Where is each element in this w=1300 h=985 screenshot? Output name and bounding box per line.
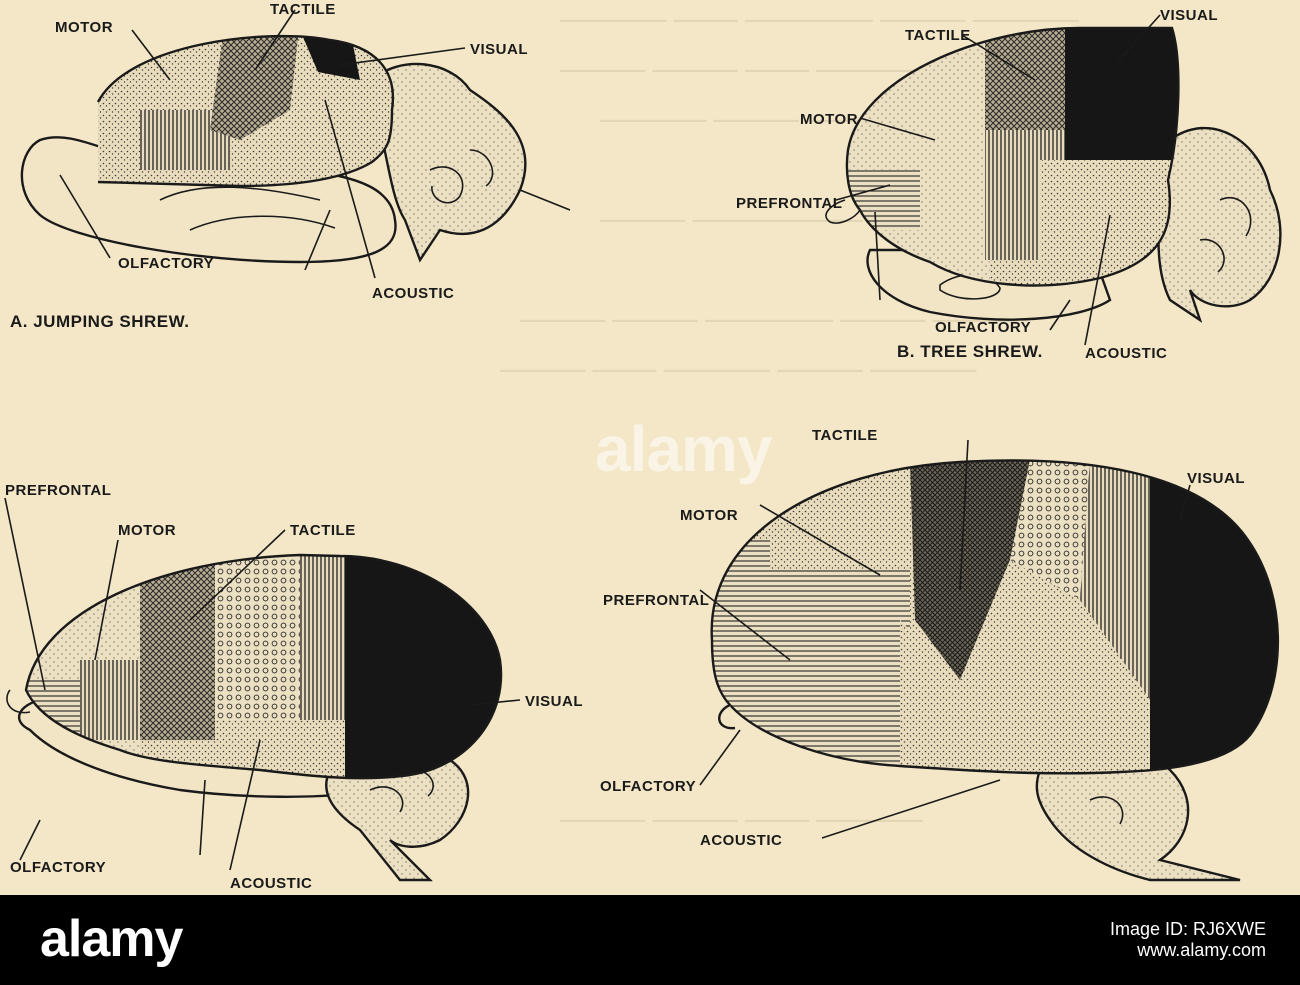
svg-text:──── ──── ─── ─────: ──── ──── ─── ───── (559, 804, 923, 837)
panel-b-cerebellum (1157, 126, 1282, 323)
panel-c-visual-area (345, 555, 502, 779)
panel-a-label-visual: VISUAL (470, 41, 528, 58)
panel-d-label-acoustic: ACOUSTIC (700, 832, 782, 849)
panel-c-label-motor: MOTOR (118, 522, 176, 539)
panel-d-label-motor: MOTOR (680, 507, 738, 524)
panel-c-tactile-area (140, 555, 220, 740)
panel-c-label-tactile: TACTILE (290, 522, 356, 539)
panel-c-label-prefrontal: PREFRONTAL (5, 482, 111, 499)
panel-a-label-acoustic: ACOUSTIC (372, 285, 454, 302)
panel-d-label-tactile: TACTILE (812, 427, 878, 444)
panel-b-acoustic-area (1040, 160, 1179, 286)
panel-b-label-olfactory: OLFACTORY (935, 319, 1031, 336)
panel-d-label-olfactory: OLFACTORY (600, 778, 696, 795)
panel-a-label-motor: MOTOR (55, 19, 113, 36)
panel-b-label-acoustic: ACOUSTIC (1085, 345, 1167, 362)
panel-c-label-olfactory: OLFACTORY (10, 859, 106, 876)
svg-text:───── ─── ────── ──── ─────: ───── ─── ────── ──── ───── (559, 4, 1080, 37)
panel-b-tree-shrew: TACTILE VISUAL MOTOR PREFRONTAL OLFACTOR… (736, 7, 1282, 362)
panel-d-motor-area (770, 460, 920, 570)
panel-c-brain: PREFRONTAL MOTOR TACTILE VISUAL OLFACTOR… (4, 482, 583, 892)
panel-a-jumping-shrew: MOTOR TACTILE VISUAL OLFACTORY ACOUSTIC … (10, 1, 571, 331)
panel-d-brain: TACTILE VISUAL MOTOR PREFRONTAL OLFACTOR… (600, 427, 1280, 882)
image-id: Image ID: RJ6XWE (1109, 919, 1266, 939)
svg-text:──── ─── ───── ──── ─────: ──── ─── ───── ──── ───── (499, 354, 977, 387)
panel-b-visual-area (1065, 28, 1179, 160)
alamy-logo: alamy (40, 910, 183, 968)
panel-a-tactile-area (210, 36, 300, 140)
panel-b-label-visual: VISUAL (1160, 7, 1218, 24)
panel-d-tactile-area (910, 460, 1030, 680)
panel-d-prefrontal-area (711, 540, 910, 774)
watermark-info: Image ID: RJ6XWE www.alamy.com (1110, 919, 1266, 961)
panel-a-label-tactile: TACTILE (270, 1, 336, 18)
panel-b-caption: B. TREE SHREW. (897, 342, 1043, 361)
panel-d-label-prefrontal: PREFRONTAL (603, 592, 709, 609)
panel-d-label-visual: VISUAL (1187, 470, 1245, 487)
panel-d-circles-area (1010, 460, 1090, 600)
panel-c-label-visual: VISUAL (525, 693, 583, 710)
watermark-bar: alamy Image ID: RJ6XWE www.alamy.com (0, 895, 1300, 985)
panel-c-label-acoustic: ACOUSTIC (230, 875, 312, 892)
watermark-url: www.alamy.com (1137, 940, 1266, 960)
panel-d-visual-area (1150, 460, 1278, 770)
panel-b-label-motor: MOTOR (800, 111, 858, 128)
panel-b-label-prefrontal: PREFRONTAL (736, 195, 842, 212)
panel-d-acoustic-area (900, 560, 1150, 774)
panel-a-label-olfactory: OLFACTORY (118, 255, 214, 272)
brain-cortex-figure: ───── ─── ────── ──── ───── ──── ──── ──… (4, 1, 1282, 892)
panel-a-caption: A. JUMPING SHREW. (10, 312, 189, 331)
panel-c-circles-area (215, 555, 305, 720)
panel-b-label-tactile: TACTILE (905, 27, 971, 44)
